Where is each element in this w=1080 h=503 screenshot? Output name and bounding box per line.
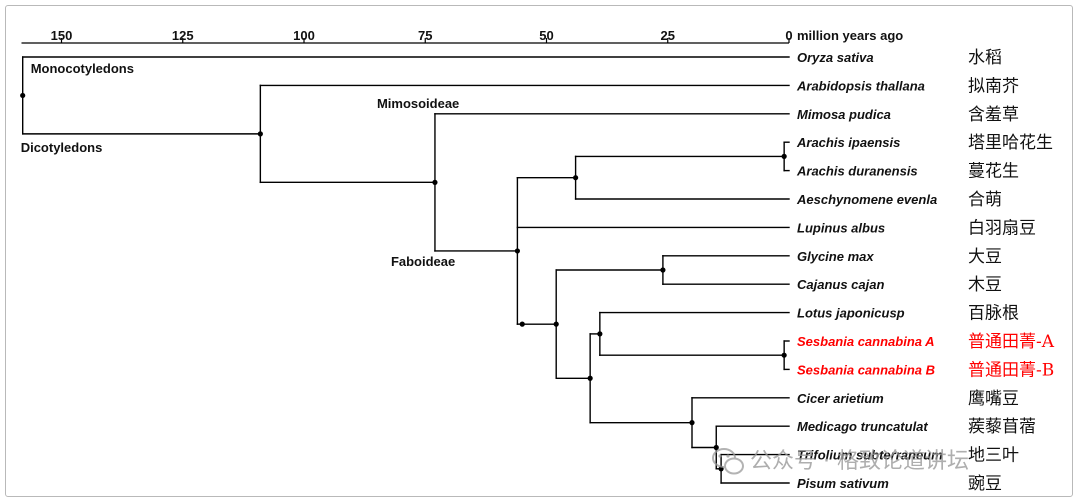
tree-node <box>573 175 579 181</box>
axis-unit-label: million years ago <box>797 28 903 43</box>
tree-node <box>587 375 593 381</box>
axis-tick-label: 100 <box>293 28 315 43</box>
taxon-latin-name: Aeschynomene evenla <box>796 192 937 207</box>
tree-node <box>713 444 719 451</box>
taxon-latin-name: Trifolium subterraneum <box>797 448 943 463</box>
wechat-logo-icon <box>712 448 744 475</box>
tree-node <box>519 321 525 327</box>
axis-tick-label: 50 <box>539 28 553 43</box>
axis-tick-label: 0 <box>785 28 792 43</box>
taxon-chinese-name: 白羽扇豆 <box>968 218 1036 238</box>
tree-node <box>20 92 26 99</box>
axis-tick-label: 125 <box>172 28 194 43</box>
taxon-latin-name: Mimosa pudica <box>797 107 891 122</box>
clade-label-mimosoideae: Mimosoideae <box>377 96 459 111</box>
taxon-chinese-name: 鹰嘴豆 <box>968 389 1019 409</box>
watermark: 公众号 · 格致论道讲坛 <box>712 448 969 475</box>
watermark-text: 公众号 · 格致论道讲坛 <box>750 449 969 474</box>
tree-node <box>689 420 695 426</box>
axis-tick-label: 25 <box>661 28 675 43</box>
figure-frame <box>5 5 1073 497</box>
taxon-chinese-name: 拟南芥 <box>968 76 1019 96</box>
clade-label-dicotyledons: Dicotyledons <box>21 140 103 155</box>
taxon-chinese-name: 合萌 <box>968 190 1002 210</box>
taxon-latin-name: Cajanus cajan <box>797 277 884 292</box>
taxon-latin-name: Cicer arietium <box>797 391 884 406</box>
taxon-chinese-name: 蔓花生 <box>968 162 1019 182</box>
clade-label-monocotyledons: Monocotyledons <box>31 61 134 76</box>
tree-node <box>432 179 438 185</box>
taxon-latin-name: Sesbania cannabina A <box>797 334 935 349</box>
taxon-latin-name: Sesbania cannabina B <box>797 362 935 377</box>
axis-tick-label: 150 <box>51 28 73 43</box>
tree-nodes <box>20 92 787 472</box>
taxon-chinese-name: 普通田菁-B <box>968 360 1054 380</box>
taxon-latin-name: Lupinus albus <box>797 220 885 235</box>
tree-node <box>553 321 559 327</box>
axis-tick-label: 75 <box>418 28 432 43</box>
taxon-chinese-name: 蒺藜苜蓿 <box>968 417 1036 437</box>
taxon-chinese-name: 水稻 <box>968 48 1002 68</box>
tree-node <box>257 131 263 137</box>
taxon-chinese-name: 塔里哈花生 <box>968 133 1053 153</box>
tree-branches <box>22 56 790 484</box>
tree-node <box>781 352 787 358</box>
tree-node <box>514 248 521 254</box>
taxon-latin-name: Arachis ipaensis <box>796 135 900 150</box>
tree-node <box>597 331 603 337</box>
taxon-chinese-name: 木豆 <box>968 275 1002 295</box>
taxon-latin-name: Arachis duranensis <box>796 164 918 179</box>
tree-node <box>781 153 787 159</box>
time-axis: million years ago 150 125 100 75 50 25 0 <box>21 28 903 44</box>
taxon-labels: Oryza sativa 水稻 Arabidopsis thallana 拟南芥 Mim… <box>796 48 1055 494</box>
clade-label-faboideae: Faboideae <box>391 254 455 269</box>
taxon-latin-name: Oryza sativa <box>797 50 874 65</box>
taxon-chinese-name: 地三叶 <box>968 446 1019 466</box>
taxon-latin-name: Lotus japonicusp <box>797 306 905 321</box>
taxon-latin-name: Arabidopsis thallana <box>796 78 925 93</box>
taxon-chinese-name: 普通田菁-A <box>968 332 1055 352</box>
taxon-chinese-name: 含羞草 <box>968 105 1019 125</box>
taxon-latin-name: Glycine max <box>797 249 874 264</box>
clade-labels: Monocotyledons Dicotyledons Mimosoideae … <box>21 61 460 269</box>
taxon-chinese-name: 百脉根 <box>968 304 1019 324</box>
tree-node <box>660 267 666 273</box>
taxon-latin-name: Medicago truncatulat <box>797 419 928 434</box>
taxon-chinese-name: 大豆 <box>968 247 1002 267</box>
taxon-chinese-name: 豌豆 <box>968 474 1002 494</box>
taxon-latin-name: Pisum sativum <box>797 476 889 491</box>
